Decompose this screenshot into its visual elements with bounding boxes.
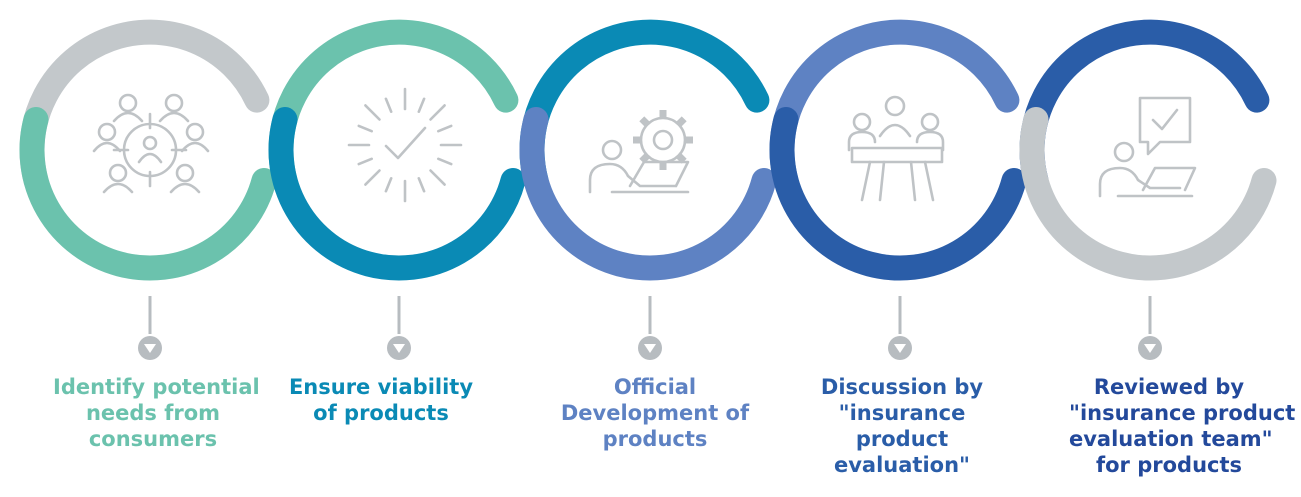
step-4-top-arc: [769, 19, 1020, 193]
step-4-connector: [888, 296, 912, 360]
step-1-connector: [138, 296, 162, 360]
step-2-bottom-arc: [268, 107, 526, 281]
down-arrow-icon: [894, 344, 906, 353]
step-3-label: Official Development of products: [560, 375, 750, 451]
wave-arcs: [19, 19, 1277, 281]
target-people-icon: [92, 93, 210, 194]
step-2-connector: [387, 296, 411, 360]
down-arrow-icon: [1144, 344, 1156, 353]
step-3-connector: [638, 296, 662, 360]
meeting-table-icon: [847, 95, 945, 202]
gear-laptop-person-icon: [588, 110, 693, 194]
step-3-bottom-arc: [519, 107, 777, 281]
down-arrow-icon: [144, 344, 156, 353]
step-5-connector: [1138, 296, 1162, 360]
step-2-top-arc: [268, 19, 519, 193]
step-1-top-arc: [19, 19, 270, 193]
person-laptop-speech-check-icon: [1098, 96, 1197, 198]
step-4-label: Discussion by "insurance product evaluat…: [820, 375, 984, 477]
step-5-bottom-arc: [1019, 107, 1277, 281]
step-4-bottom-arc: [769, 107, 1027, 281]
step-1-label: Identify potential needs from consumers: [53, 375, 260, 451]
down-arrow-icon: [644, 344, 656, 353]
down-arrow-icon: [393, 344, 405, 353]
step-connectors: [138, 296, 1162, 360]
step-1-bottom-arc: [19, 107, 277, 281]
step-5-label: Reviewed by "insurance product evaluatio…: [1069, 375, 1296, 477]
step-2-label: Ensure viability of products: [288, 375, 474, 425]
step-5-top-arc: [1019, 19, 1270, 193]
checkmark-burst-icon: [347, 87, 463, 203]
